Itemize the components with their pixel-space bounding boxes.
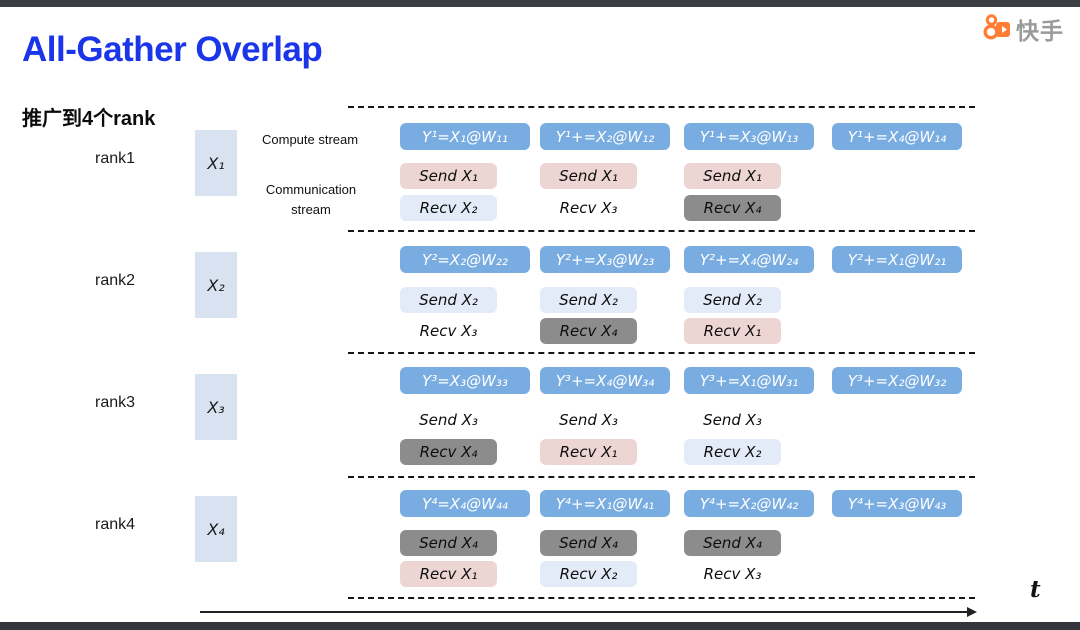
rank1-input-box: X₁ — [195, 130, 237, 196]
recv-chip: Recv X₄ — [400, 439, 497, 465]
rank1-label: rank1 — [95, 150, 136, 167]
compute-block: Y¹+=X₂@W₁₂ — [540, 123, 670, 150]
recv-chip: Recv X₃ — [419, 322, 478, 340]
compute-block: Y⁴+=X₃@W₄₃ — [832, 490, 962, 517]
recv-chip: Recv X₁ — [540, 439, 637, 465]
recv-chip: Recv X₃ — [559, 199, 618, 217]
recv-chip: Recv X₄ — [540, 318, 637, 344]
kuaishou-camera-icon — [982, 13, 1012, 46]
compute-block: Y²+=X₄@W₂₄ — [684, 246, 814, 273]
bottom-border-bar — [0, 622, 1080, 630]
rank4-input-box: X₄ — [195, 496, 237, 562]
send-chip: Send X₃ — [559, 411, 618, 429]
compute-block: Y³+=X₄@W₃₄ — [540, 367, 670, 394]
subtitle: 推广到4个rank — [22, 108, 156, 130]
recv-chip: Recv X₁ — [400, 561, 497, 587]
rank2-input-box: X₂ — [195, 252, 237, 318]
time-axis-arrow — [200, 607, 977, 617]
compute-block: Y²=X₂@W₂₂ — [400, 246, 530, 273]
compute-block: Y⁴+=X₂@W₄₂ — [684, 490, 814, 517]
send-chip: Send X₂ — [684, 287, 781, 313]
compute-block: Y³=X₃@W₃₃ — [400, 367, 530, 394]
recv-chip: Recv X₃ — [703, 565, 762, 583]
rank3-label: rank3 — [95, 394, 136, 411]
send-chip: Send X₄ — [540, 530, 637, 556]
compute-block: Y⁴=X₄@W₄₄ — [400, 490, 530, 517]
recv-chip: Recv X₂ — [684, 439, 781, 465]
communication-stream-label: Communication stream — [265, 182, 357, 218]
send-chip: Send X₁ — [540, 163, 637, 189]
divider-dashed-line — [348, 352, 975, 354]
compute-stream-label: Compute stream — [262, 132, 359, 147]
send-chip: Send X₃ — [703, 411, 762, 429]
divider-dashed-line — [348, 597, 975, 599]
compute-block: Y¹=X₁@W₁₁ — [400, 123, 530, 150]
recv-chip: Recv X₄ — [684, 195, 781, 221]
compute-block: Y³+=X₂@W₃₂ — [832, 367, 962, 394]
recv-chip: Recv X₁ — [684, 318, 781, 344]
recv-chip: Recv X₂ — [540, 561, 637, 587]
brand-name: 快手 — [1016, 18, 1064, 44]
send-chip: Send X₁ — [400, 163, 497, 189]
rank3-input-box: X₃ — [195, 374, 237, 440]
rank4-label: rank4 — [95, 516, 136, 533]
send-chip: Send X₁ — [684, 163, 781, 189]
compute-block: Y⁴+=X₁@W₄₁ — [540, 490, 670, 517]
time-axis-label: t — [1030, 576, 1041, 603]
compute-block: Y¹+=X₄@W₁₄ — [832, 123, 962, 150]
send-chip: Send X₂ — [540, 287, 637, 313]
divider-dashed-line — [348, 230, 975, 232]
recv-chip: Recv X₂ — [400, 195, 497, 221]
send-chip: Send X₄ — [684, 530, 781, 556]
page-title: All-Gather Overlap — [22, 30, 323, 69]
brand-logo: 快手 — [982, 12, 1064, 46]
divider-dashed-line — [348, 106, 975, 108]
compute-block: Y²+=X₃@W₂₃ — [540, 246, 670, 273]
send-chip: Send X₂ — [400, 287, 497, 313]
send-chip: Send X₃ — [419, 411, 478, 429]
top-border-bar — [0, 0, 1080, 7]
divider-dashed-line — [348, 476, 975, 478]
compute-block: Y²+=X₁@W₂₁ — [832, 246, 962, 273]
compute-block: Y³+=X₁@W₃₁ — [684, 367, 814, 394]
send-chip: Send X₄ — [400, 530, 497, 556]
rank2-label: rank2 — [95, 272, 136, 289]
compute-block: Y¹+=X₃@W₁₃ — [684, 123, 814, 150]
